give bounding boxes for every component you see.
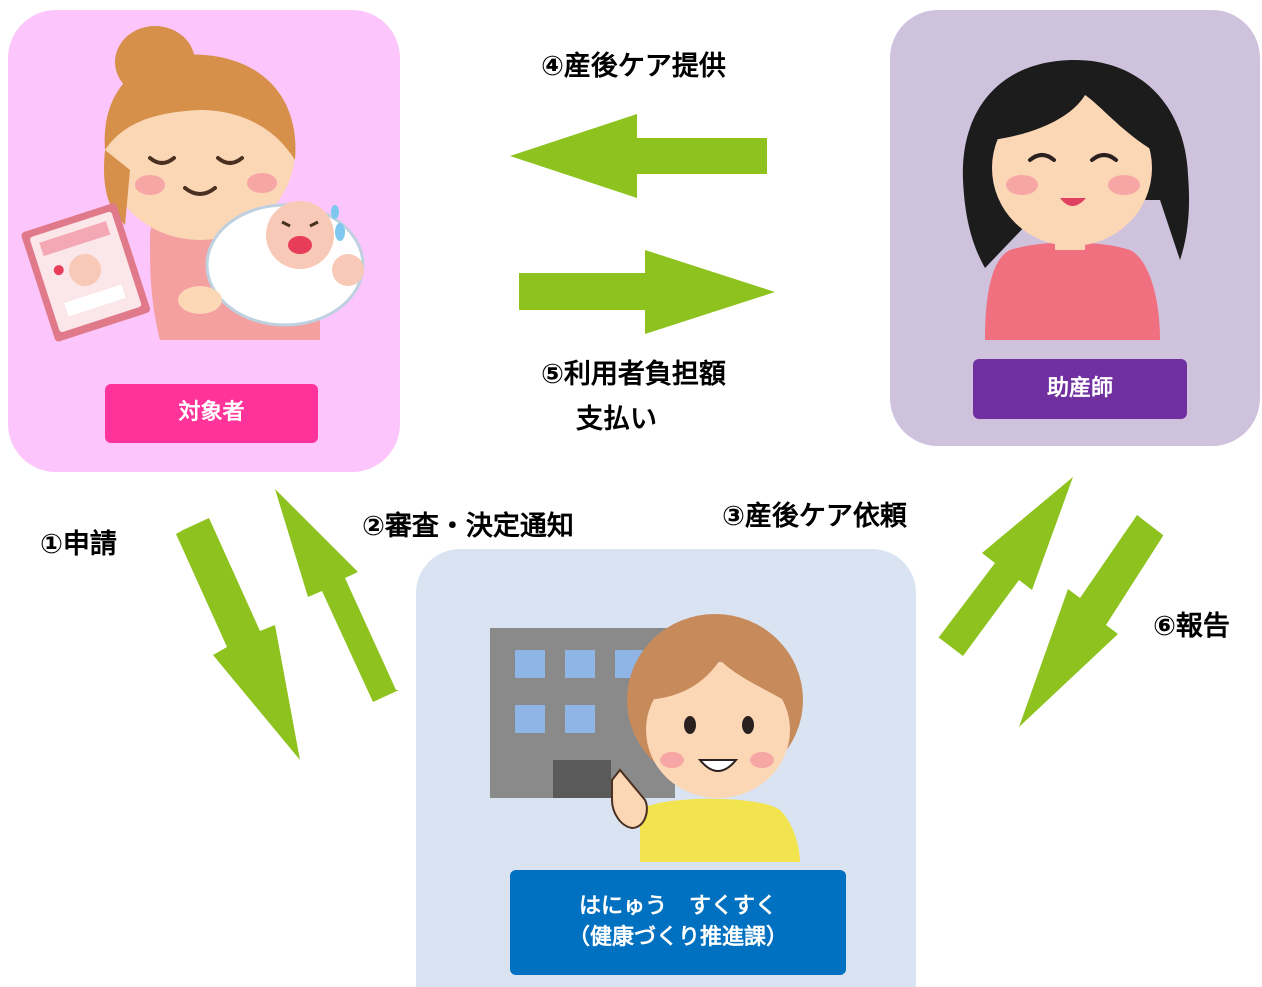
care-arrow (510, 114, 767, 198)
review-arrow (275, 489, 399, 702)
step-request-label: ③産後ケア依頼 (722, 501, 907, 532)
step-review-label: ②審査・決定通知 (362, 511, 574, 542)
midwife-icon (962, 60, 1190, 340)
arrows (176, 114, 1163, 760)
report-arrow (1019, 515, 1163, 727)
apply-arrow (176, 518, 300, 760)
step-apply-label: ①申請 (40, 529, 117, 560)
step-payment-label-line2: 支払い (576, 404, 657, 435)
office-label-line1: はにゅう すくすく (578, 893, 777, 919)
office-label-line2: （健康づくり推進課） (567, 924, 788, 950)
mother-with-baby-icon (104, 26, 365, 340)
step-care-label: ④産後ケア提供 (541, 51, 726, 82)
step-payment-label: ⑤利用者負担額 (541, 359, 726, 390)
request-arrow (938, 477, 1073, 656)
payment-arrow (519, 250, 775, 334)
step-report-label: ⑥報告 (1153, 611, 1230, 642)
midwife-label: 助産師 (973, 359, 1187, 419)
office-label: はにゅう すくすく （健康づくり推進課） (510, 870, 846, 975)
maternal-handbook-icon (21, 203, 151, 342)
subject-label: 対象者 (105, 384, 318, 443)
staff-pointing-icon (611, 614, 803, 862)
